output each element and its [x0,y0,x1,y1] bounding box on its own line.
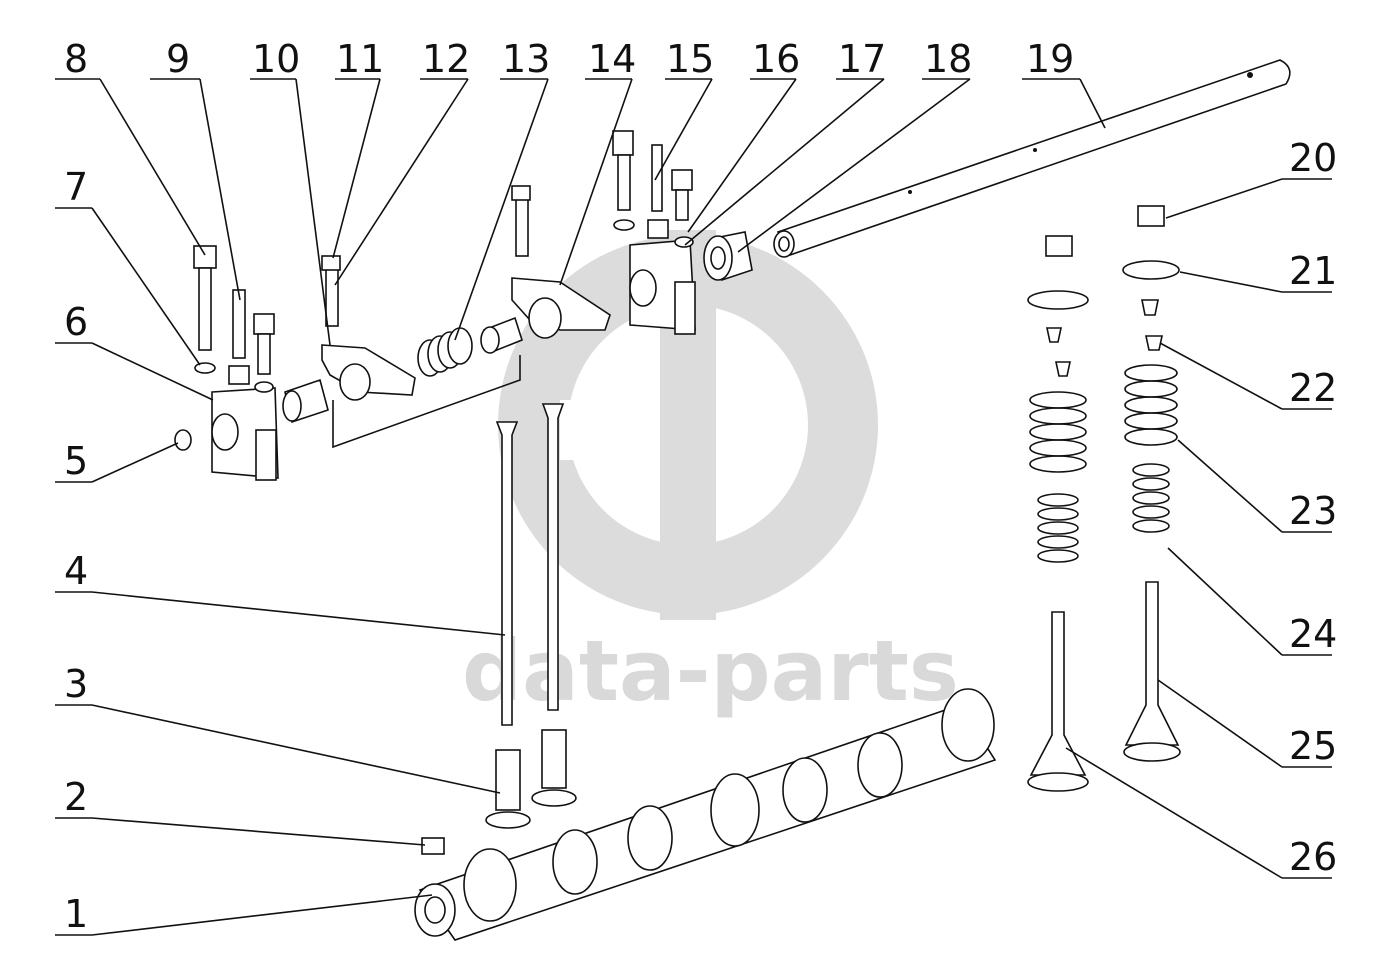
bolts-left [193,245,275,393]
camshaft [414,688,997,941]
callout-16: 16 [752,37,800,81]
callout-14: 14 [588,37,636,81]
callout-7: 7 [64,165,88,209]
plug [174,429,192,451]
callout-24: 24 [1289,612,1337,656]
bushing-left [282,378,329,424]
tappets [485,729,577,829]
callout-10: 10 [252,37,300,81]
valve-assembly-right [1122,205,1181,762]
callout-5: 5 [64,439,88,483]
leader-lines [55,78,1332,936]
callout-25: 25 [1289,724,1337,768]
callout-15: 15 [666,37,714,81]
callout-1: 1 [64,892,88,936]
watermark-text: data-parts [462,622,959,720]
callout-12: 12 [422,37,470,81]
callout-21: 21 [1289,249,1337,293]
valve-spring-outer-left [1029,391,1087,473]
woodruff-key [421,837,445,855]
spacer-ring [703,231,753,282]
rocker-arm-left [321,255,416,401]
shaft-support-right [629,239,696,335]
callout-18: 18 [924,37,972,81]
valve-spring-outer-right [1124,364,1178,446]
shaft-spring [417,327,473,377]
callout-4: 4 [64,549,88,593]
shaft-support-left [211,387,279,481]
callout-19: 19 [1026,37,1074,81]
callout-3: 3 [64,662,88,706]
callout-13: 13 [502,37,550,81]
bushing-right [480,316,523,354]
bolts-right [612,130,694,248]
callout-17: 17 [838,37,886,81]
callout-11: 11 [336,37,384,81]
callout-23: 23 [1289,489,1337,533]
callout-20: 20 [1289,136,1337,180]
valve-assembly-left [1027,235,1089,792]
callout-8: 8 [64,37,88,81]
callout-26: 26 [1289,835,1337,879]
callout-9: 9 [166,37,190,81]
valve-spring-inner-right [1132,463,1170,533]
rocker-shaft [773,59,1291,258]
rocker-arm-right [511,185,611,339]
push-rods [495,403,565,726]
callout-22: 22 [1289,366,1337,410]
callout-6: 6 [64,300,88,344]
callout-labels: 8 9 10 11 12 13 14 15 16 17 18 19 7 6 5 … [64,37,1337,936]
valve-spring-inner-left [1037,493,1079,563]
callout-2: 2 [64,775,88,819]
